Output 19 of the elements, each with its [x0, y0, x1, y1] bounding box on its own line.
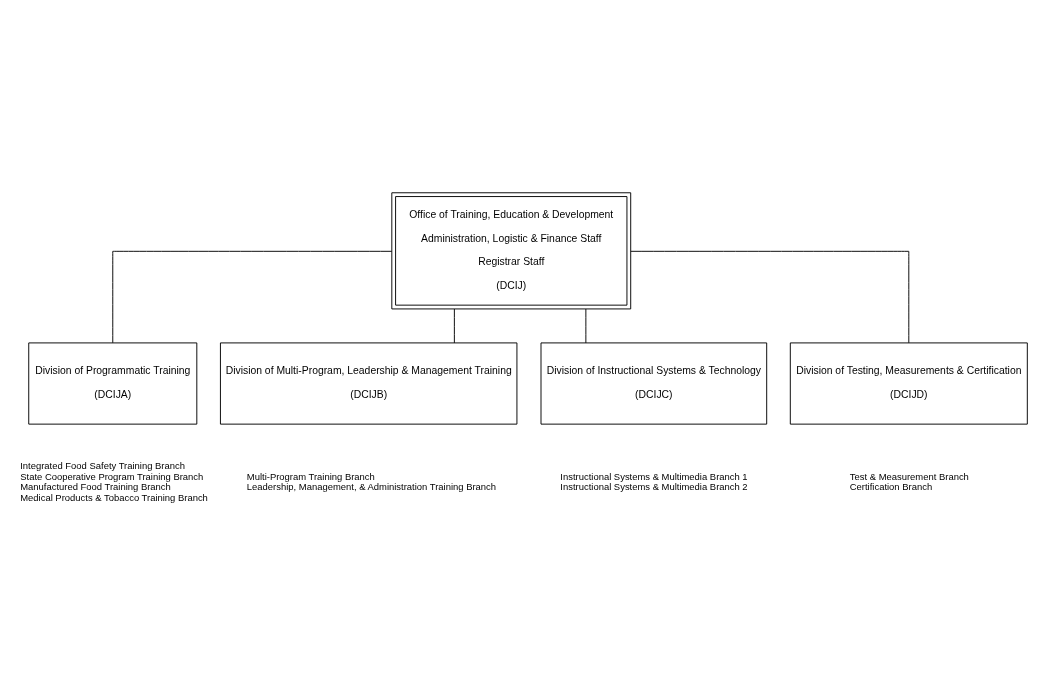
- node-label: Certification Branch: [849, 481, 933, 493]
- node-box: Division of Instructional Systems & Technology (DCIJC): [540, 342, 768, 425]
- node-label: Integrated Food Safety Training Branch: [20, 460, 185, 472]
- node-label: Manufactured Food Training Branch: [20, 481, 171, 493]
- connector: [585, 308, 587, 344]
- connector: [453, 308, 455, 344]
- node-box: Division of Testing, Measurements & Certification (DCIJD): [789, 342, 1028, 425]
- node-label: Leadership, Management, & Administration Training Branch: [246, 481, 497, 493]
- node-box: Division of Programmatic Training (DCIJA): [28, 342, 198, 425]
- connector: [112, 250, 393, 344]
- node-label: Instructional Systems & Multimedia Branch 2: [560, 481, 748, 493]
- node-label: Medical Products & Tobacco Training Branch: [20, 491, 208, 503]
- node-box: Division of Multi-Program, Leadership & Management Training (DCIJB): [219, 342, 518, 425]
- connector: [630, 250, 910, 344]
- node-label: Multi-Program Training Branch: [246, 470, 375, 482]
- node-label: Test & Measurement Branch: [849, 470, 969, 482]
- node-label: Instructional Systems & Multimedia Branch 1: [560, 470, 748, 482]
- node-label: State Cooperative Program Training Branch: [20, 470, 204, 482]
- node-box: Office of Training, Education & Development Administration, Logistic & Finance Staff Registrar Staff (DCIJ): [391, 192, 632, 310]
